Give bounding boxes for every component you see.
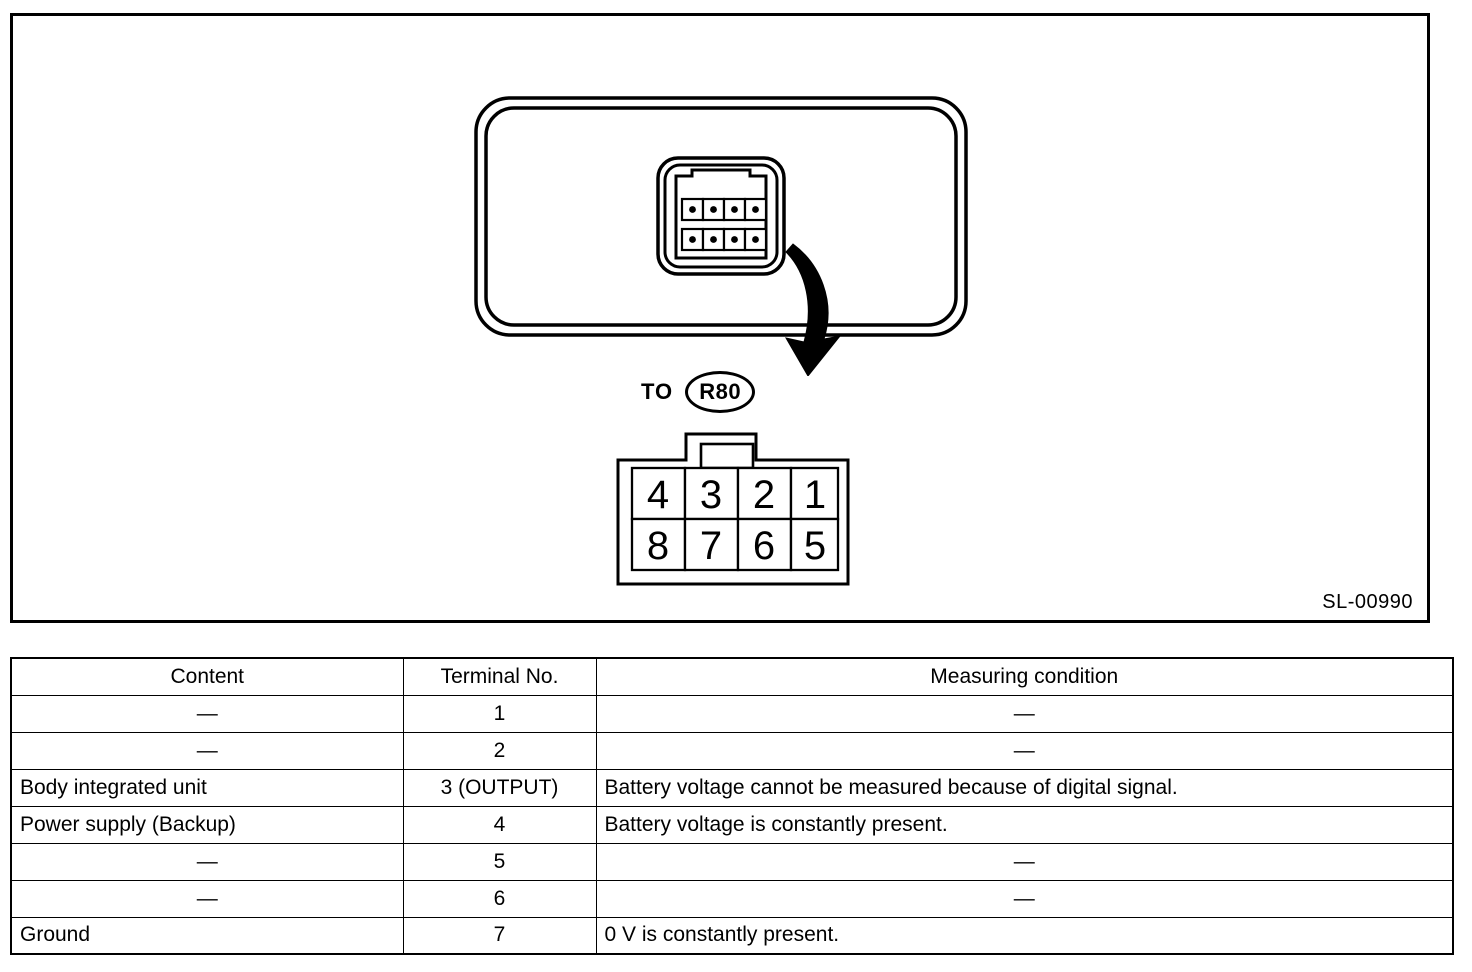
housing-outer-outline [474,96,968,337]
connector-reference-callout: TO R80 [641,371,756,413]
table-row: —6— [10,879,1454,918]
connector-housing-illustration [474,96,968,376]
connector-ref-bubble: R80 [685,371,756,413]
cell-measuring-condition: — [595,731,1454,770]
cell-terminal-no: 6 [402,879,597,918]
header-terminal: Terminal No. [402,657,597,696]
pin-cavity-row-top [680,197,768,222]
to-label: TO [641,379,674,404]
figure-id-label: SL-00990 [1322,591,1413,613]
cell-terminal-no: 1 [402,694,597,733]
cell-content: Body integrated unit [10,768,404,807]
pin-cell-2 [736,466,793,521]
table-row: —1— [10,694,1454,733]
pin-cavity-row-bottom [680,227,768,252]
pinout-latch-inner-overlay [699,442,755,470]
pinout-latch-outline-overlay [684,432,758,460]
pin-number-8: 8 [647,524,669,568]
pin-number-7: 7 [700,524,722,568]
cell-measuring-condition: Battery voltage is constantly present. [595,805,1454,844]
cell-content: — [10,842,404,881]
figure-panel: TO R80 4 3 2 1 8 7 6 [10,13,1430,623]
header-content: Content [10,657,404,696]
cell-terminal-no: 7 [402,916,597,955]
cell-content: — [10,694,404,733]
callout-arrow-icon [784,243,842,376]
cell-measuring-condition: 0 V is constantly present. [595,916,1454,955]
cell-content: Ground [10,916,404,955]
pin-number-6: 6 [753,524,775,568]
cell-measuring-condition: — [595,879,1454,918]
pinout-cell-grid [630,466,840,572]
pin-number-4: 4 [647,473,669,517]
table-header-row: Content Terminal No. Measuring condition [10,657,1454,696]
pin-number-2: 2 [753,473,775,517]
connector-cavity-walls [674,190,768,260]
cell-terminal-no: 5 [402,842,597,881]
cell-measuring-condition: — [595,842,1454,881]
pin-number-5: 5 [804,524,826,568]
cell-terminal-no: 4 [402,805,597,844]
cell-terminal-no: 2 [402,731,597,770]
pin-cell-1 [789,466,840,521]
cell-terminal-no: 3 (OUTPUT) [402,768,597,807]
header-condition: Measuring condition [595,657,1454,696]
cell-content: — [10,879,404,918]
pin-cell-8 [630,517,687,572]
table-row: —5— [10,842,1454,881]
housing-inner-outline [484,106,958,327]
pin-number-1: 1 [804,473,826,517]
cell-content: — [10,731,404,770]
connector-latch-profile [674,168,768,190]
pin-number-3: 3 [700,473,722,517]
cell-content: Power supply (Backup) [10,805,404,844]
connector-pinout-diagram: 4 3 2 1 8 7 6 5 [616,432,850,586]
table-row: —2— [10,731,1454,770]
cell-measuring-condition: — [595,694,1454,733]
pin-cell-4 [630,466,687,521]
pin-cell-5 [789,517,840,572]
cell-measuring-condition: Battery voltage cannot be measured becau… [595,768,1454,807]
terminal-specification-table: Content Terminal No. Measuring condition… [10,657,1454,955]
